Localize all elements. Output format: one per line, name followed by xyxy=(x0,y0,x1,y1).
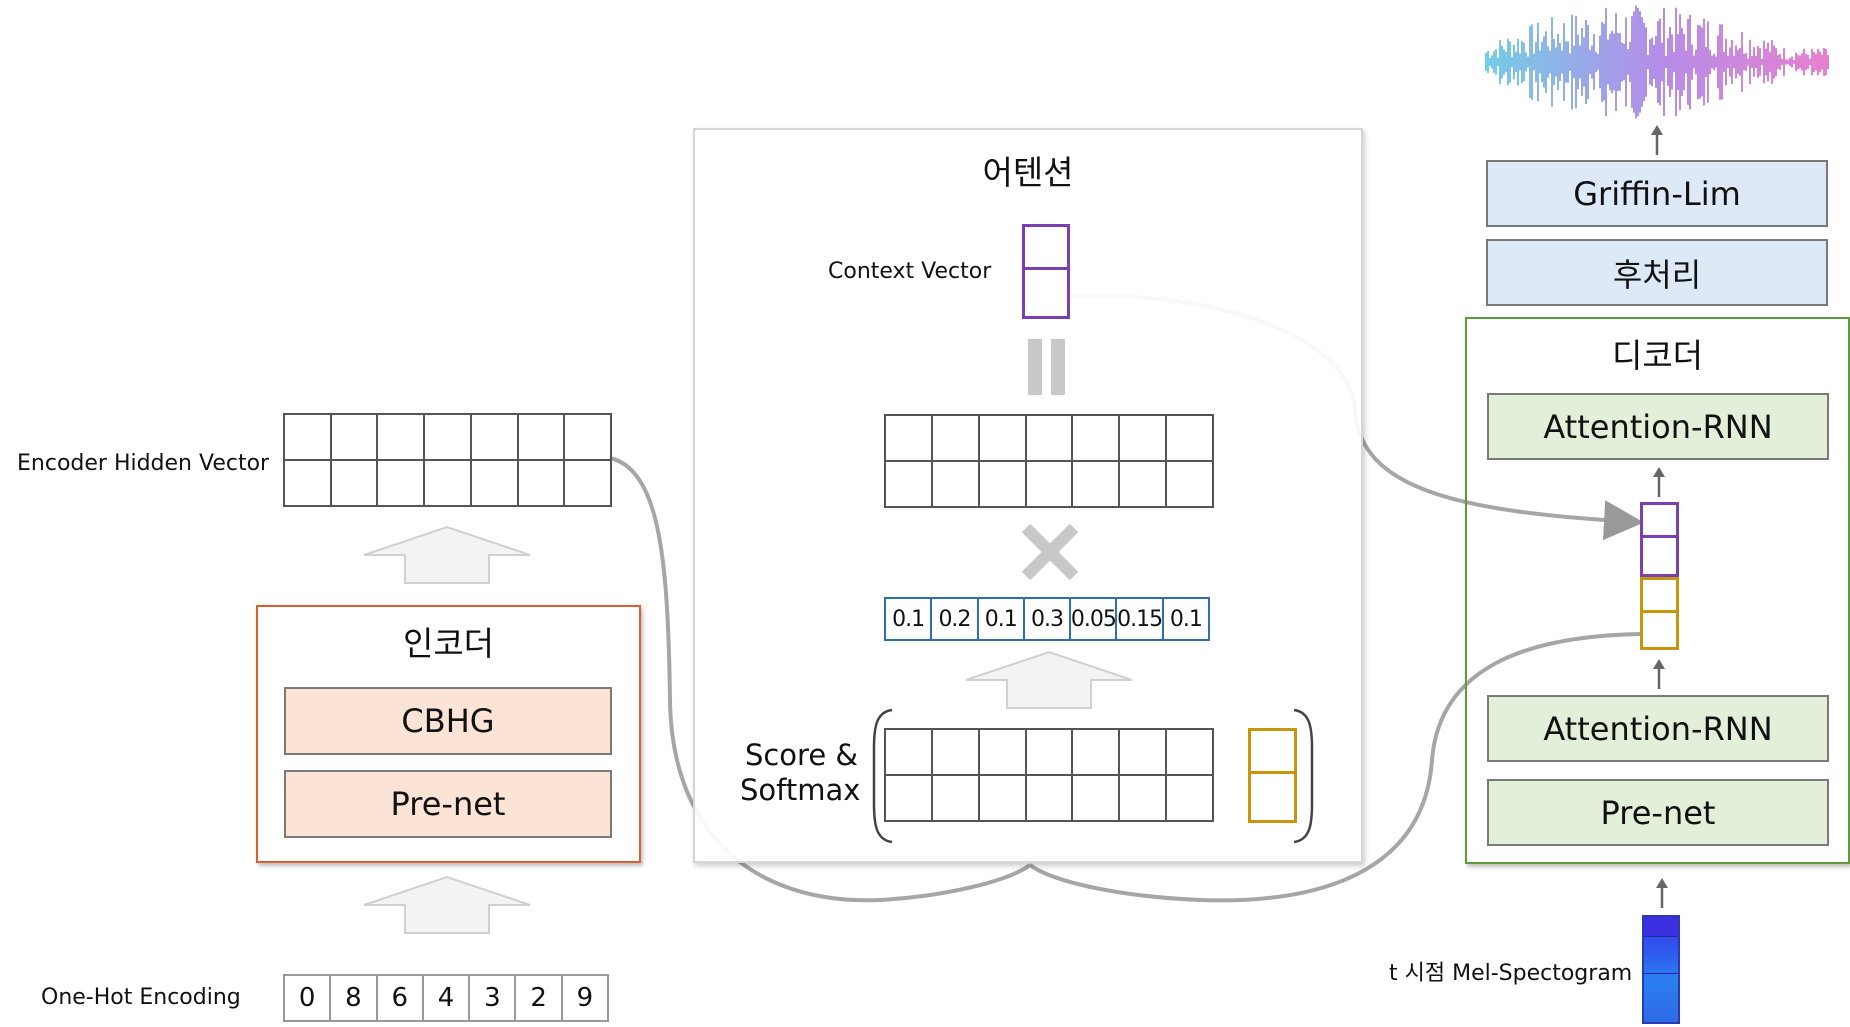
waveform-icon xyxy=(1485,5,1829,119)
score-label-line1: Score & xyxy=(744,738,858,772)
attention-weight-cell: 0.15 xyxy=(1117,599,1164,639)
decoder-title: 디코더 xyxy=(1611,336,1704,375)
one-hot-encoding-row: 0 8 6 4 3 2 9 xyxy=(283,974,610,1022)
right-bracket-icon xyxy=(1293,708,1314,844)
decoder-panel: 디코더 Attention-RNN Attention-RNN Pre-net xyxy=(1465,317,1850,864)
score-hidden-grid xyxy=(884,728,1214,822)
encoder-title: 인코더 xyxy=(402,624,495,663)
multiply-icon xyxy=(1021,523,1079,581)
attention-weight-cell: 0.2 xyxy=(932,599,979,639)
griffin-lim-block: Griffin-Lim xyxy=(1486,160,1828,227)
decoder-prenet-block: Pre-net xyxy=(1487,779,1829,846)
encoder-hidden-vector-grid xyxy=(283,413,612,507)
small-up-arrow-icon xyxy=(1653,659,1665,689)
score-decoder-state-vector xyxy=(1248,728,1297,823)
score-softmax-label: Score & Softmax xyxy=(740,738,861,808)
decoder-state-vector xyxy=(1640,577,1679,650)
one-hot-cell: 0 xyxy=(285,976,332,1020)
up-arrow-icon xyxy=(363,525,531,584)
encoder-panel: 인코더 CBHG Pre-net xyxy=(256,605,641,863)
context-vector xyxy=(1022,224,1070,319)
attention-weight-cell: 0.05 xyxy=(1071,599,1118,639)
attention-weight-cell: 0.1 xyxy=(1164,599,1211,639)
mel-spectrogram-vector xyxy=(1642,915,1680,1024)
decoder-attention-rnn-bottom: Attention-RNN xyxy=(1487,695,1829,762)
decoder-to-attention-curve xyxy=(1028,632,1641,903)
attention-weight-cell: 0.1 xyxy=(886,599,933,639)
up-arrow-icon xyxy=(363,875,531,934)
context-vector-label: Context Vector xyxy=(828,259,992,284)
small-up-arrow-icon xyxy=(1651,125,1663,155)
small-up-arrow-icon xyxy=(1653,467,1665,497)
encoder-prenet-block: Pre-net xyxy=(284,770,612,838)
up-arrow-icon xyxy=(965,650,1133,709)
one-hot-cell: 3 xyxy=(470,976,517,1020)
small-up-arrow-icon xyxy=(1656,878,1668,908)
attention-weights-row: 0.1 0.2 0.1 0.3 0.05 0.15 0.1 xyxy=(884,597,1211,641)
score-label-line2: Softmax xyxy=(740,773,861,807)
decoder-attention-rnn-top: Attention-RNN xyxy=(1487,393,1829,460)
attention-panel: 어텐션 xyxy=(693,128,1363,863)
one-hot-encoding-label: One-Hot Encoding xyxy=(41,985,241,1010)
attention-weight-cell: 0.1 xyxy=(979,599,1025,639)
one-hot-cell: 9 xyxy=(563,976,610,1020)
cbhg-block: CBHG xyxy=(284,687,612,755)
postprocess-block: 후처리 xyxy=(1486,239,1828,306)
left-bracket-icon xyxy=(872,708,893,844)
equals-icon xyxy=(1028,339,1065,395)
one-hot-cell: 8 xyxy=(331,976,378,1020)
attention-title: 어텐션 xyxy=(982,153,1074,192)
one-hot-cell: 2 xyxy=(516,976,563,1020)
mel-spectrogram-label: t 시점 Mel-Spectogram xyxy=(1389,961,1633,986)
encoder-hidden-vector-label: Encoder Hidden Vector xyxy=(17,451,270,476)
attention-weight-cell: 0.3 xyxy=(1025,599,1072,639)
one-hot-cell: 4 xyxy=(424,976,471,1020)
decoder-context-vector xyxy=(1640,502,1679,577)
weighted-hidden-grid xyxy=(884,414,1214,508)
one-hot-cell: 6 xyxy=(378,976,424,1020)
